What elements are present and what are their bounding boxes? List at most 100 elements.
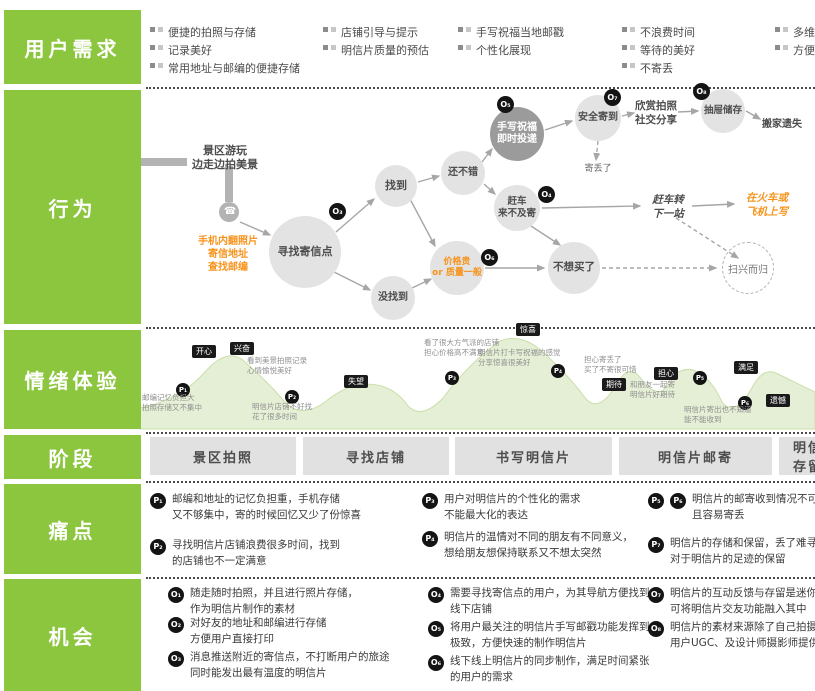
opportunity-marker: O₈: [693, 83, 710, 100]
opportunity-item: O₂ 对好友的地址和邮编进行存储 方便用户直接打印: [168, 616, 438, 648]
need-label: 方便: [793, 44, 815, 57]
need-label: 手写祝福当地邮戳: [476, 26, 564, 39]
bullet-square-icon: [622, 45, 627, 50]
separator: [146, 327, 815, 329]
flow-node-found: 找到: [375, 165, 417, 207]
emotion-tag: 担心: [654, 367, 678, 380]
need-item: 店铺引导与提示: [323, 24, 418, 40]
pain-marker: P₅: [648, 493, 664, 509]
flow-node-find-mail-point: 寻找寄信点: [269, 216, 341, 288]
opportunity-item: O₆ 线下线上明信片的同步制作，满足时间紧张 的用户的需求: [428, 654, 678, 686]
flow-node-no-buy: 不想买了: [548, 242, 600, 294]
need-item: 个性化展现: [458, 42, 531, 58]
separator: [146, 577, 815, 579]
bullet-square-icon: [630, 45, 635, 50]
row-label-opportunity: 机会: [4, 579, 141, 691]
opportunity-text: 对好友的地址和邮编进行存储 方便用户直接打印: [190, 617, 327, 645]
need-item: 便捷的拍照与存储: [150, 24, 256, 40]
pain-marker: P₁: [150, 493, 166, 509]
need-item: 明信片质量的预估: [323, 42, 429, 58]
pain-text: 明信片的温情对不同的朋友有不同意义， 想给朋友想保持联系又不想太突然: [444, 531, 633, 559]
opportunity-text: 随走随时拍照，并且进行照片存储， 作为明信片制作的素材: [190, 587, 358, 615]
pain-marker: P₆: [738, 396, 752, 410]
row-label-needs: 用户需求: [4, 10, 141, 84]
pain-marker: P₂: [150, 539, 166, 555]
emotion-tag: 遗憾: [766, 394, 790, 407]
pain-item: P₁ 邮编和地址的记忆负担重，手机存储 又不够集中，寄的时候回忆又少了份惊喜: [150, 492, 430, 524]
need-item: 记录美好: [150, 42, 212, 58]
flow-node-handwrite-post: 手写祝福 即时投递: [490, 107, 544, 161]
flow-node-price-quality: 价格贵 or 质量一般: [430, 241, 484, 295]
pain-marker: P₂: [285, 390, 299, 404]
emotion-note: 明信片店铺不好找 花了很多时间: [252, 402, 312, 422]
pain-marker: P₄: [551, 364, 565, 378]
opportunity-marker: O₇: [648, 587, 664, 603]
opportunity-item: O₃ 消息推送附近的寄信点，不打断用户的旅途 同时能发出最有温度的明信片: [168, 650, 438, 682]
opportunity-marker: O₇: [604, 89, 621, 106]
separator: [146, 87, 815, 89]
bullet-square-icon: [150, 27, 155, 32]
opportunity-marker: O₅: [497, 96, 514, 113]
flow-node-not-found: 没找到: [371, 276, 415, 320]
opportunity-item: O₅ 将用户最关注的明信片手写邮戳功能发挥到 极致，方便快速的制作明信片: [428, 620, 678, 652]
emotion-note: 看了很大方气派的店铺 担心价格高不满意: [424, 338, 499, 358]
bullet-square-icon: [783, 45, 788, 50]
need-item: 不寄丢: [622, 60, 673, 76]
separator: [146, 481, 815, 483]
need-label: 等待的美好: [640, 44, 695, 57]
row-label-behavior: 行为: [4, 90, 141, 324]
row-label-pain: 痛点: [4, 484, 141, 574]
pain-marker: P₁: [176, 383, 190, 397]
opportunity-marker: O₄: [538, 186, 555, 203]
need-label: 便捷的拍照与存储: [168, 26, 256, 39]
opportunity-marker: O₁: [168, 587, 184, 603]
emotion-note: 看到美景拍照记录 心情愉悦美好: [247, 356, 307, 376]
emotion-note: 邮编记忆负担大 拍照存储又不集中: [142, 393, 202, 413]
bullet-square-icon: [323, 27, 328, 32]
bullet-square-icon: [466, 27, 471, 32]
need-label: 不寄丢: [640, 62, 673, 75]
pain-item: P₇ 明信片的存储和保留，丢了难寻， 对于明信片的足迹的保留: [648, 536, 815, 568]
emotion-tag: 期待: [602, 378, 626, 391]
need-item: 常用地址与邮编的便捷存储: [150, 60, 300, 76]
emotion-note: 担心寄丢了 买了不寄很可惜: [584, 355, 637, 375]
stage-box-write: 书写明信片: [455, 437, 612, 475]
pain-text: 明信片的存储和保留，丢了难寻， 对于明信片的足迹的保留: [670, 537, 815, 565]
emotion-tag: 兴奋: [230, 342, 254, 355]
opportunity-text: 明信片的互动反馈与存留是迷你 可将明信片交友功能融入其中: [670, 587, 815, 615]
need-label: 明信片质量的预估: [341, 44, 429, 57]
pain-marker: P₅: [693, 371, 707, 385]
need-label: 常用地址与邮编的便捷存储: [168, 62, 300, 75]
pain-text: 邮编和地址的记忆负担重，手机存储 又不够集中，寄的时候回忆又少了份惊喜: [172, 493, 361, 521]
pain-item: P₅ P₆ 明信片的邮寄收到情况不可知， 且容易寄丢: [648, 492, 815, 524]
emotion-tag: 失望: [344, 375, 368, 388]
opportunity-marker: O₃: [329, 203, 346, 220]
need-item: 多维: [775, 24, 815, 40]
stage-box-mail: 明信片邮寄: [619, 437, 772, 475]
pain-item: P₃ 用户对明信片的个性化的需求 不能最大化的表达: [422, 492, 652, 524]
opportunity-marker: O₄: [428, 587, 444, 603]
pain-marker: P₇: [648, 537, 664, 553]
flow-note-phone-search: 手机内翻照片 寄信地址 查找邮编: [198, 236, 258, 273]
flow-node-transfer-next-stop: 赶车转 下一站: [652, 194, 684, 220]
flow-node-write-on-train: 在火车或 飞机上写: [746, 192, 788, 218]
opportunity-marker: O₆: [481, 249, 498, 266]
pain-item: P₂ 寻找明信片店铺浪费很多时间，找到 的店铺也不一定满意: [150, 538, 430, 570]
need-item: 手写祝福当地邮戳: [458, 24, 564, 40]
pain-text: 寻找明信片店铺浪费很多时间，找到 的店铺也不一定满意: [172, 539, 340, 567]
need-label: 记录美好: [168, 44, 212, 57]
opportunity-text: 明信片的素材来源除了自己拍摄 用户UGC、及设计师摄影师提供: [670, 621, 815, 649]
need-label: 不浪费时间: [640, 26, 695, 39]
bullet-square-icon: [622, 63, 627, 68]
opportunity-item: O₈ 明信片的素材来源除了自己拍摄 用户UGC、及设计师摄影师提供: [648, 620, 815, 652]
opportunity-text: 线下线上明信片的同步制作，满足时间紧张 的用户的需求: [450, 655, 650, 683]
opportunity-text: 需要寻找寄信点的用户，为其导航方便找到 线下店铺: [450, 587, 650, 615]
need-label: 个性化展现: [476, 44, 531, 57]
bullet-square-icon: [783, 27, 788, 32]
opportunity-marker: O₆: [428, 655, 444, 671]
row-label-stage: 阶段: [4, 435, 141, 479]
need-label: 多维: [793, 26, 815, 39]
emotion-tag: 满足: [734, 361, 758, 374]
need-item: 不浪费时间: [622, 24, 695, 40]
